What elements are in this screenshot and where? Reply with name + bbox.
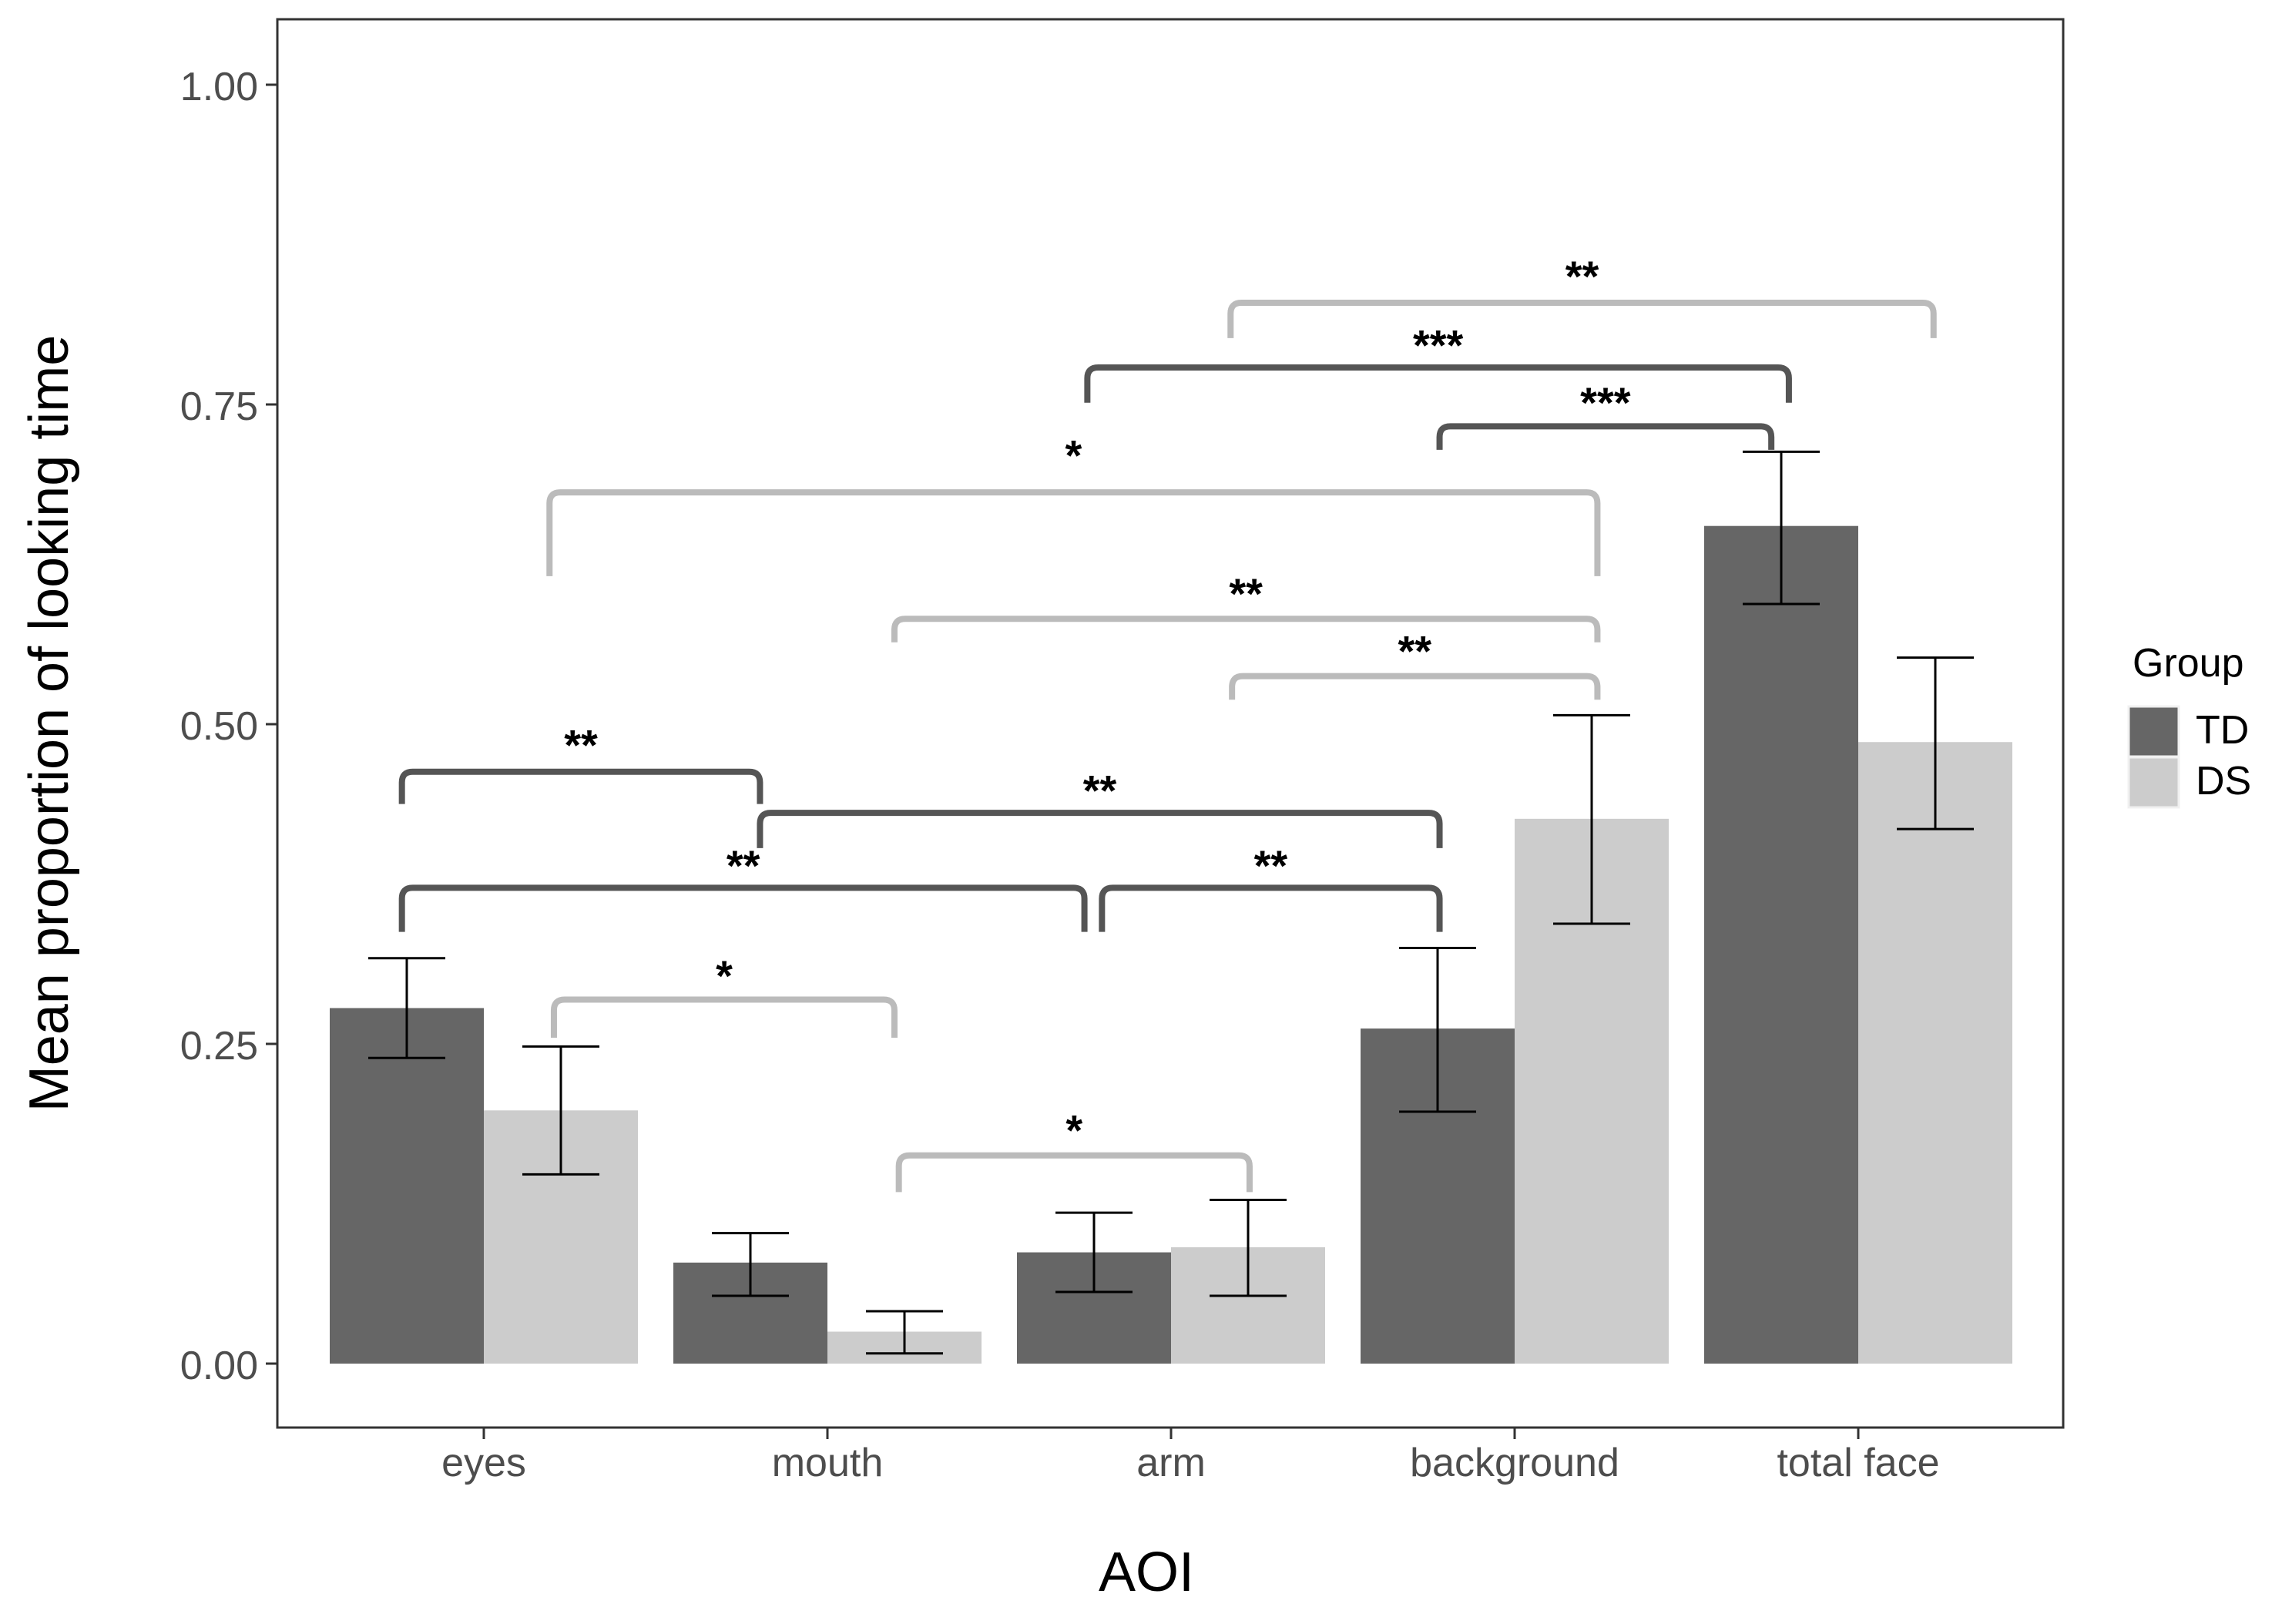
x-axis: eyes mouth arm background total face xyxy=(441,1428,1940,1485)
significance-label: * xyxy=(1065,431,1082,480)
x-tick-label: arm xyxy=(1136,1441,1206,1485)
y-tick-label: 0.75 xyxy=(180,384,258,429)
significance-label: * xyxy=(1065,1106,1082,1154)
legend-key-ds xyxy=(2127,756,2180,809)
x-tick-label: total face xyxy=(1777,1441,1939,1485)
significance-label: ** xyxy=(727,841,760,890)
significance-bracket xyxy=(1084,364,1792,403)
legend: Group TD DS xyxy=(2127,641,2251,809)
significance-bracket xyxy=(398,768,763,804)
significance-bracket xyxy=(757,810,1443,848)
y-tick-label: 0.50 xyxy=(180,704,258,749)
significance-label: *** xyxy=(1580,378,1631,427)
significance-label: ** xyxy=(564,720,598,769)
significance-label: ** xyxy=(1254,841,1288,890)
y-tick-label: 0.00 xyxy=(180,1344,258,1388)
bar-ds-total-face xyxy=(1858,742,2012,1364)
significance-bracket xyxy=(1227,300,1937,338)
significance-label: ** xyxy=(1229,569,1263,618)
legend-label-td: TD xyxy=(2196,708,2249,753)
significance-bracket xyxy=(398,884,1088,932)
y-tick-label: 1.00 xyxy=(180,65,258,109)
legend-title: Group xyxy=(2133,641,2244,686)
significance-bracket xyxy=(895,1152,1253,1193)
error-bars xyxy=(368,450,1974,1355)
bar-td-total-face xyxy=(1704,525,1858,1364)
significance-label: ** xyxy=(1565,252,1599,300)
bars xyxy=(330,525,2012,1364)
significance-bracket xyxy=(891,616,1601,643)
significance-brackets: *********************** xyxy=(398,252,1937,1193)
x-axis-title: AOI xyxy=(1099,1542,1194,1603)
y-tick-label: 0.25 xyxy=(180,1024,258,1069)
significance-label: ** xyxy=(1398,626,1431,675)
legend-label-ds: DS xyxy=(2196,759,2251,804)
significance-bracket xyxy=(1436,423,1775,450)
x-tick-label: background xyxy=(1410,1441,1619,1485)
significance-bracket xyxy=(546,489,1601,576)
significance-label: *** xyxy=(1413,320,1464,369)
significance-label: ** xyxy=(1083,767,1117,815)
significance-bracket xyxy=(1099,884,1443,932)
legend-key-td xyxy=(2127,705,2180,758)
y-axis-title: Mean proportion of looking time xyxy=(18,335,80,1112)
x-tick-label: eyes xyxy=(441,1441,526,1485)
significance-label: * xyxy=(716,951,733,1000)
significance-bracket xyxy=(550,996,898,1038)
x-tick-label: mouth xyxy=(772,1441,884,1485)
y-axis: 0.00 0.25 0.50 0.75 1.00 xyxy=(180,65,277,1388)
significance-bracket xyxy=(1229,673,1601,700)
bar-td-eyes xyxy=(330,1008,484,1364)
